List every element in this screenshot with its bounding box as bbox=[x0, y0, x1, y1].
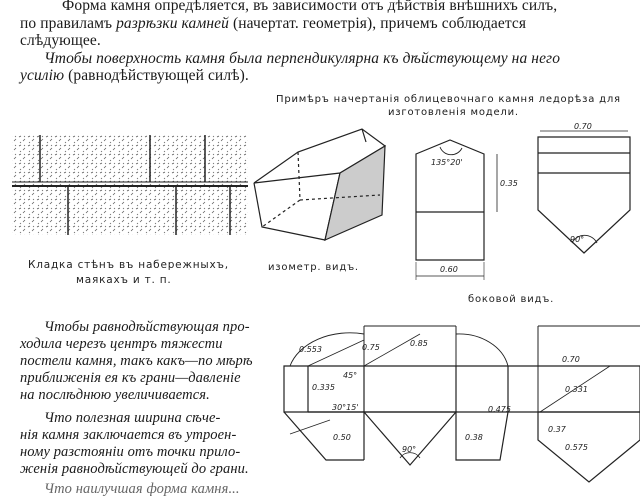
dev-angle-2: 30°15' bbox=[332, 403, 359, 412]
dev-angle-1: 45° bbox=[343, 371, 357, 380]
dev-dim-10: 0.37 bbox=[548, 425, 567, 434]
angle-bottom-label: 90° bbox=[570, 235, 584, 244]
masonry-caption-1: Кладка стѣнъ въ набережныхъ, bbox=[28, 259, 229, 271]
intro-line-3: слѣдующее. bbox=[20, 32, 101, 49]
rule1-line-2b: (равнодѣйствующей силѣ). bbox=[64, 67, 249, 84]
intro-line-1: Форма камня опредѣляется, въ зависимости… bbox=[62, 0, 558, 14]
dev-dim-3: 0.85 bbox=[410, 339, 428, 348]
rule3-line-1: Что полезная ширина сѣче- bbox=[44, 410, 221, 426]
rule2-line-4: приближенія ея къ грани—давленіе bbox=[20, 370, 241, 386]
rule1-line-1: Чтобы поверхность камня была перпендикул… bbox=[44, 50, 561, 67]
intro-term: разрѣзки камней bbox=[116, 15, 229, 32]
bottom-width-label: 0.60 bbox=[440, 265, 458, 274]
top-width-label: 0.70 bbox=[574, 122, 592, 131]
dev-angle-3: 90° bbox=[402, 445, 416, 454]
angle-top-label: 135°20' bbox=[431, 158, 463, 167]
rule3-line-4: женія равнодѣйствующей до грани. bbox=[20, 461, 249, 477]
rule3-line-3: ному разстояніи отъ точки прило- bbox=[20, 444, 241, 460]
dev-dim-7: 0.475 bbox=[488, 405, 511, 414]
rule3-line-2: нія камня заключается въ утроен- bbox=[20, 427, 237, 443]
side-view-figure bbox=[537, 130, 631, 254]
dev-dim-11: 0.575 bbox=[565, 443, 588, 452]
rule2-line-2: ходила черезъ центръ тяжести bbox=[20, 336, 223, 352]
rule2-line-1: Чтобы равнодѣйствующая про- bbox=[44, 319, 250, 335]
dev-dim-8: 0.50 bbox=[333, 433, 351, 442]
dev-dim-9: 0.38 bbox=[465, 433, 483, 442]
dev-dim-1: 0.553 bbox=[299, 345, 322, 354]
masonry-caption-2: маякахъ и т. п. bbox=[76, 274, 172, 286]
intro-line-2a: по правиламъ bbox=[20, 15, 117, 32]
example-caption-2: изготовленія модели. bbox=[388, 107, 519, 118]
height-label: 0.35 bbox=[500, 179, 518, 188]
rule1-line-2: усилію (равнодѣйствующей силѣ). bbox=[20, 67, 249, 85]
rule2-line-5: на послѣднюю увеличивается. bbox=[20, 387, 210, 403]
isometric-caption: изометр. видъ. bbox=[268, 262, 359, 273]
intro-line-2: по правиламъ разрѣзки камней (начертат. … bbox=[20, 15, 526, 33]
intro-line-2c: (начертат. геометрія), причемъ соблюдает… bbox=[228, 15, 527, 32]
front-view-figure bbox=[415, 139, 498, 280]
masonry-figure bbox=[12, 135, 248, 235]
development-figure bbox=[283, 325, 640, 483]
dev-dim-5: 0.335 bbox=[312, 383, 335, 392]
dev-dim-4: 0.70 bbox=[562, 355, 580, 364]
side-caption: боковой видъ. bbox=[468, 294, 554, 305]
isometric-figure bbox=[253, 128, 387, 242]
rule2-line-3: постели камня, такъ какъ—по мѣрѣ bbox=[20, 353, 253, 369]
example-caption-1: Примѣръ начертанія облицевочнаго камня л… bbox=[276, 94, 621, 105]
dev-dim-2: 0.75 bbox=[362, 343, 380, 352]
dev-dim-6: 0.331 bbox=[565, 385, 588, 394]
rule1-line-2a: усилію bbox=[20, 67, 65, 84]
cut-off-line: Что наилучшая форма камня... bbox=[44, 481, 240, 497]
